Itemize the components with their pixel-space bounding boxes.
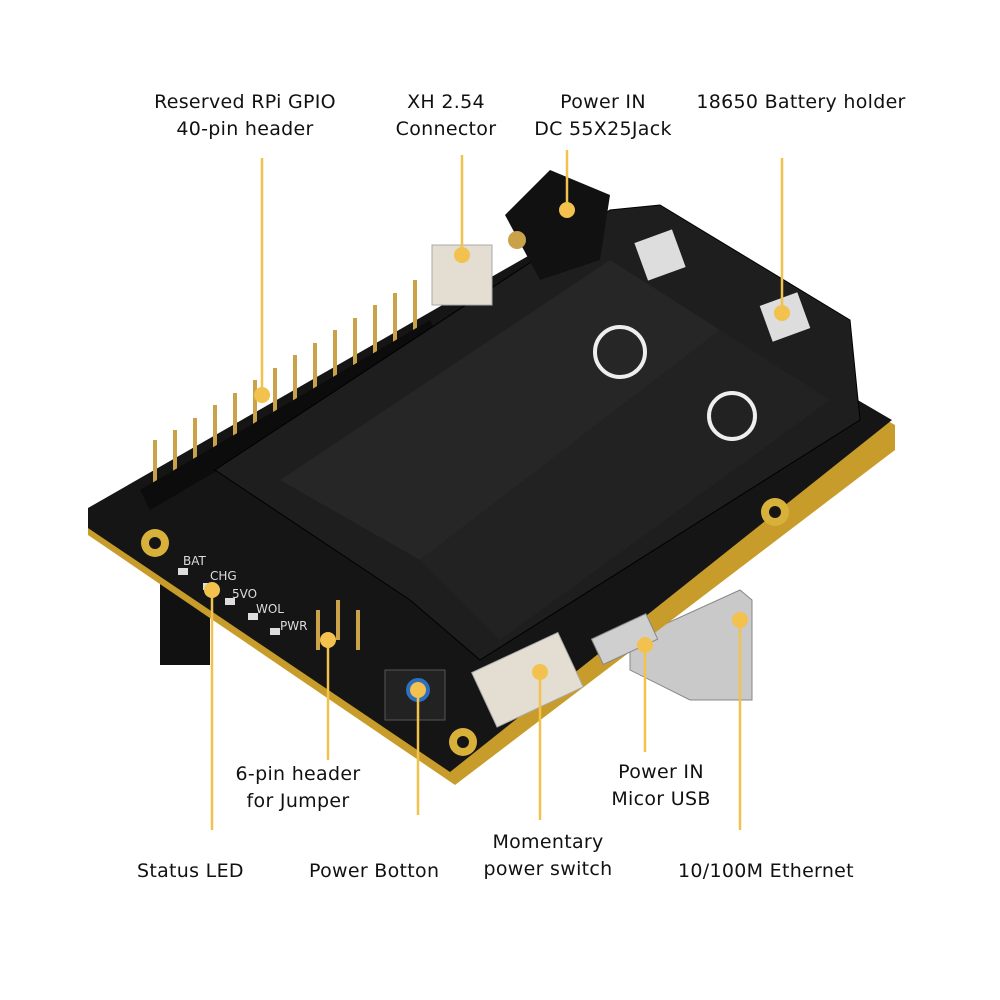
label-gpio: Reserved RPi GPIO 40-pin header	[154, 89, 336, 143]
label-power-button-line1: Power Botton	[309, 860, 440, 882]
label-battery-line1: 18650 Battery holder	[696, 91, 906, 113]
power-button	[384, 669, 446, 721]
label-dc-line1: Power IN	[560, 91, 646, 113]
label-xh-line1: XH 2.54	[407, 91, 485, 113]
gpio-header-base	[140, 320, 440, 510]
label-ethernet: 10/100M Ethernet	[678, 858, 854, 885]
plus-marking	[707, 391, 757, 441]
silk-bat: BAT	[183, 554, 207, 568]
label-momentary-line1: Momentary	[492, 831, 604, 853]
label-jumper-line1: 6-pin header	[235, 763, 361, 785]
label-gpio-line2: 40-pin header	[176, 118, 314, 140]
label-usb-line2: Micor USB	[611, 788, 711, 810]
label-status-led: Status LED	[137, 858, 244, 885]
label-usb-line1: Power IN	[618, 761, 704, 783]
label-momentary-line2: power switch	[483, 858, 613, 880]
silk-chg: CHG	[210, 569, 237, 583]
micro-usb-port	[590, 613, 659, 666]
jumper-pins	[316, 600, 360, 650]
battery-contact	[634, 229, 686, 281]
silk-wol: WOL	[256, 602, 284, 616]
dc-jack	[505, 170, 610, 280]
label-gpio-line1: Reserved RPi GPIO	[154, 91, 336, 113]
label-xh: XH 2.54 Connector	[396, 89, 497, 143]
label-power-button: Power Botton	[309, 858, 439, 885]
label-usb: Power IN Micor USB	[611, 759, 710, 813]
label-dc-line2: DC 55X25Jack	[534, 118, 672, 140]
silk-pwr: PWR	[280, 619, 307, 633]
silkscreen: BAT CHG 5VO WOL PWR	[183, 554, 307, 633]
minus-marking	[593, 325, 647, 379]
label-jumper: 6-pin header for Jumper	[236, 761, 361, 815]
battery-slot-1	[280, 260, 720, 560]
battery-slot-2	[420, 330, 830, 640]
label-momentary: Momentary power switch	[483, 829, 612, 883]
label-ethernet-line1: 10/100M Ethernet	[678, 860, 854, 882]
label-jumper-line2: for Jumper	[246, 790, 350, 812]
silk-5vo: 5VO	[232, 587, 257, 601]
label-battery: 18650 Battery holder	[696, 89, 905, 116]
leader-lines	[210, 150, 784, 830]
label-xh-line2: Connector	[395, 118, 497, 140]
ethernet-jack	[629, 589, 753, 701]
leader-dots	[204, 202, 790, 698]
label-dc: Power IN DC 55X25Jack	[534, 89, 672, 143]
label-status-led-line1: Status LED	[137, 860, 244, 882]
